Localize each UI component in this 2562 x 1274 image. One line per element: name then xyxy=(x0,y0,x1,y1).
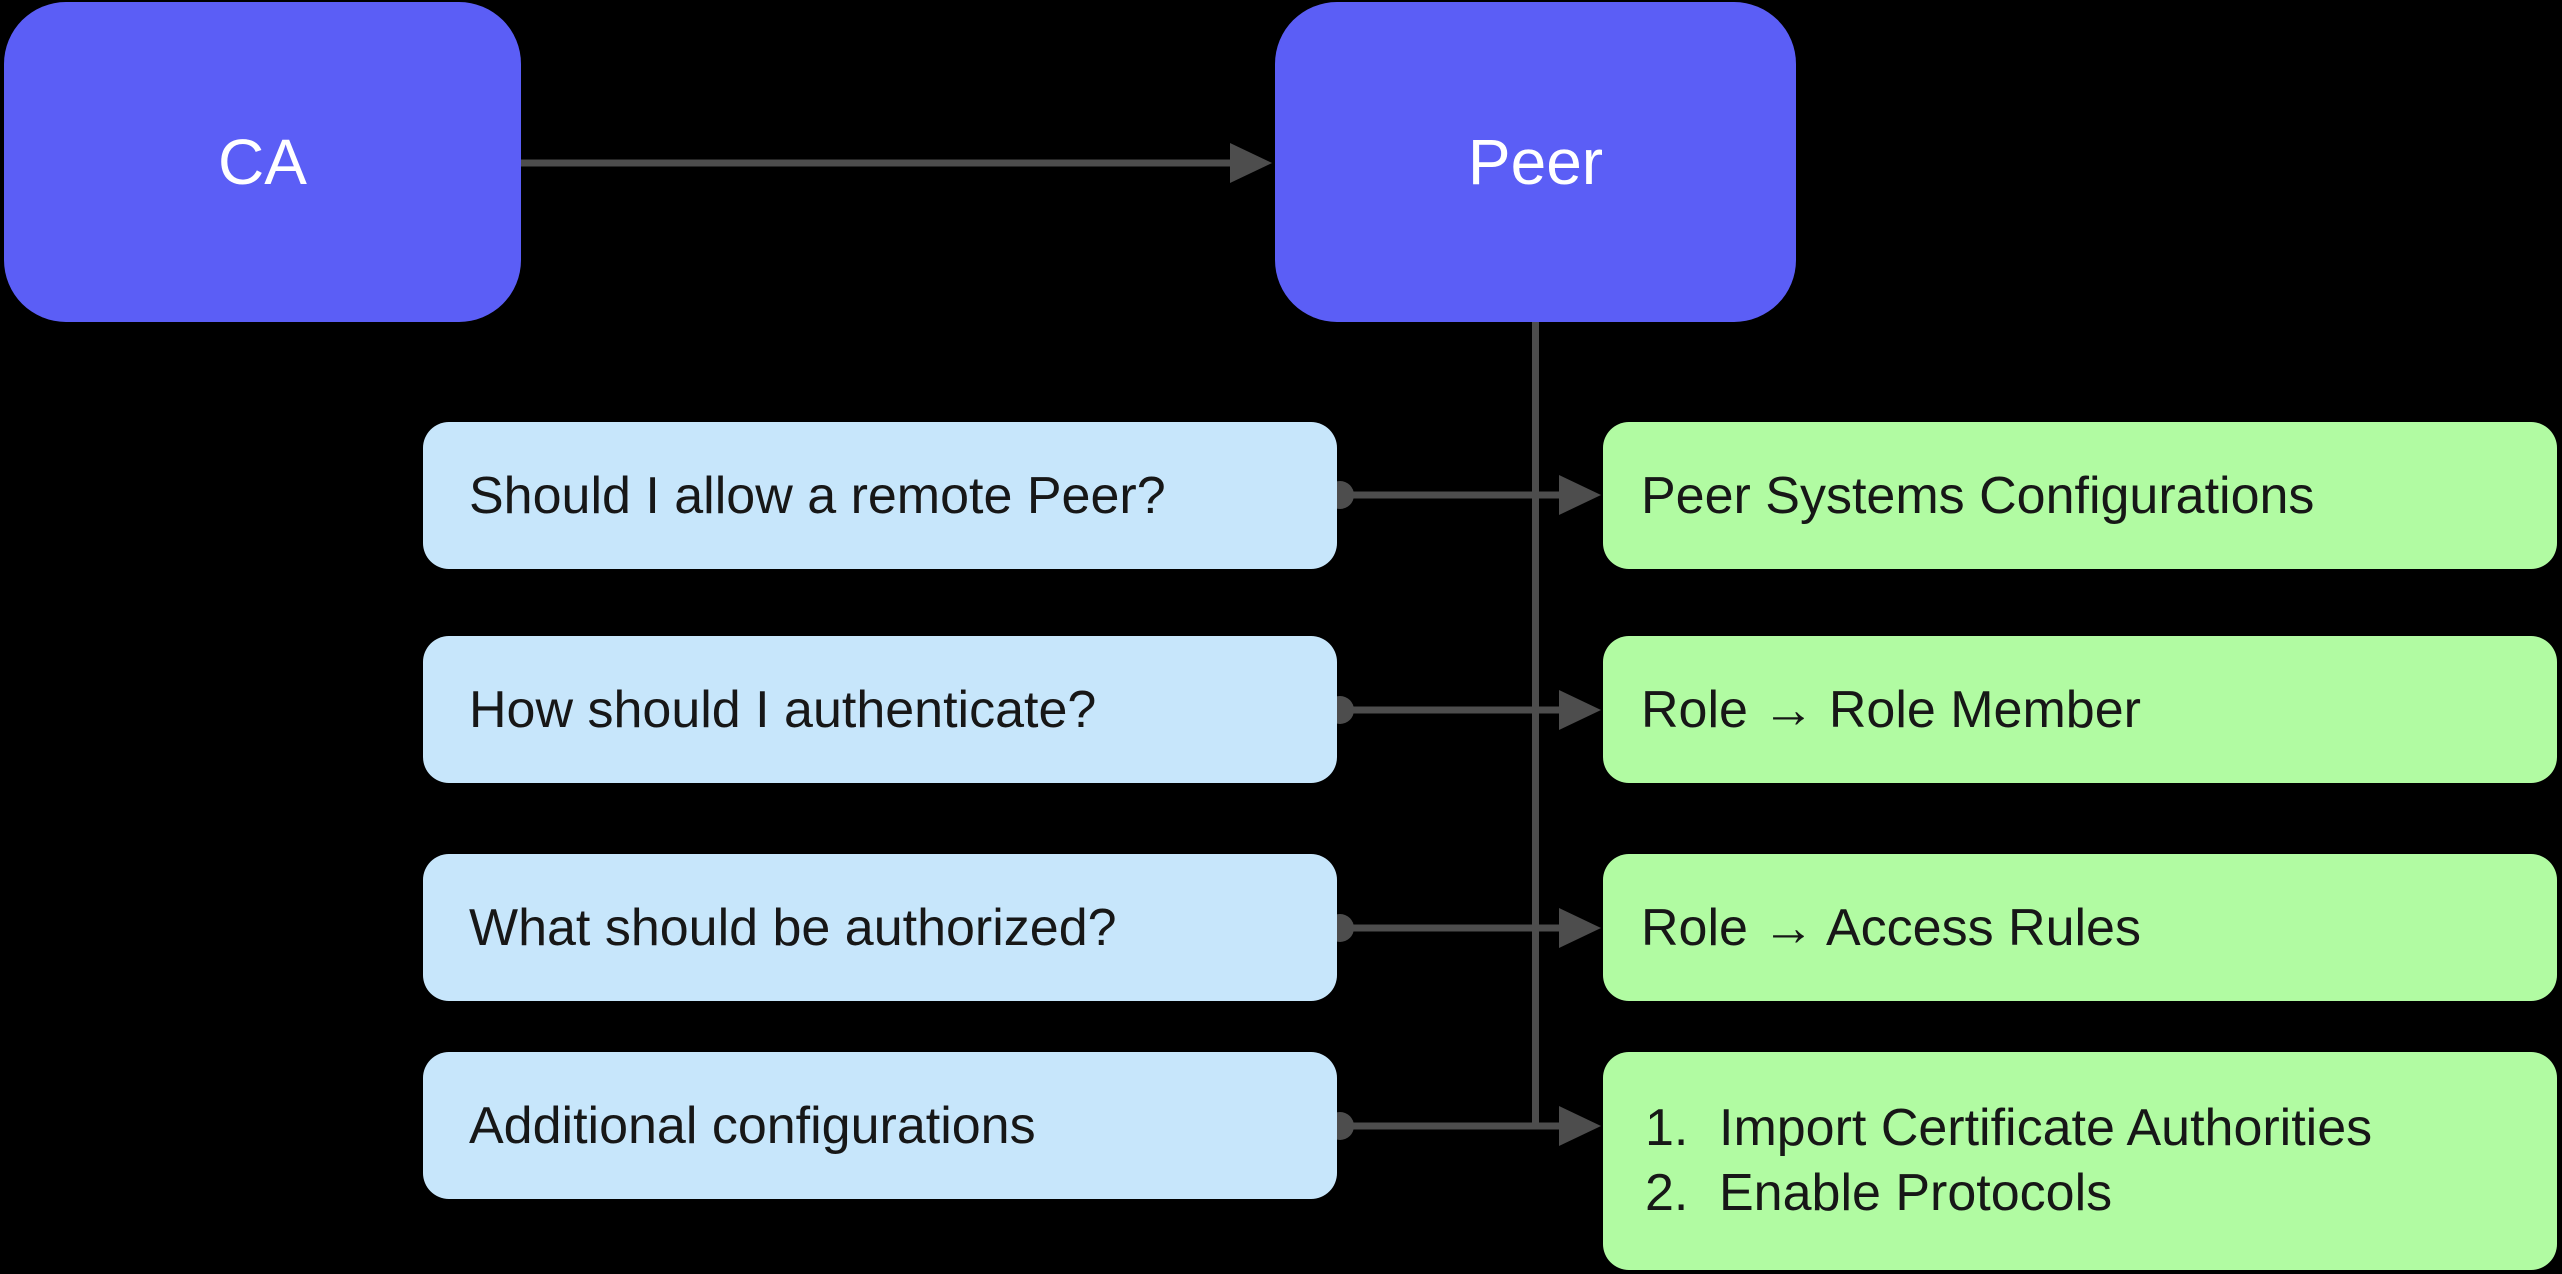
answer-label: Role → Role Member xyxy=(1641,680,2141,739)
list-item-text: Enable Protocols xyxy=(1719,1164,2113,1222)
node-ca: CA xyxy=(4,2,521,322)
list-item-number: 2. xyxy=(1645,1164,1689,1222)
question-box-row2: How should I authenticate? xyxy=(423,636,1337,783)
question-label: Additional configurations xyxy=(469,1096,1036,1155)
list-item-number: 1. xyxy=(1645,1099,1689,1157)
node-peer: Peer xyxy=(1275,2,1796,322)
answer-label: Role → Access Rules xyxy=(1641,898,2141,957)
question-box-row4: Additional configurations xyxy=(423,1052,1337,1199)
question-box-row1: Should I allow a remote Peer? xyxy=(423,422,1337,569)
list-item: 1. Import Certificate Authorities xyxy=(1645,1096,2372,1161)
arrowhead-ca-to-peer xyxy=(1230,143,1272,183)
arrowhead-row3 xyxy=(1559,908,1601,948)
list-item: 2. Enable Protocols xyxy=(1645,1161,2112,1226)
question-box-row3: What should be authorized? xyxy=(423,854,1337,1001)
arrowhead-row1 xyxy=(1559,475,1601,515)
answer-box-row4: 1. Import Certificate Authorities 2. Enabl… xyxy=(1603,1052,2557,1270)
question-label: How should I authenticate? xyxy=(469,680,1097,739)
answer-box-row3: Role → Access Rules xyxy=(1603,854,2557,1001)
question-label: Should I allow a remote Peer? xyxy=(469,466,1166,525)
question-label: What should be authorized? xyxy=(469,898,1117,957)
node-peer-label: Peer xyxy=(1467,126,1604,198)
answer-box-row2: Role → Role Member xyxy=(1603,636,2557,783)
node-ca-label: CA xyxy=(218,126,307,198)
list-item-text: Import Certificate Authorities xyxy=(1719,1099,2373,1157)
arrowhead-row2 xyxy=(1559,690,1601,730)
answer-box-row1: Peer Systems Configurations xyxy=(1603,422,2557,569)
arrowhead-row4 xyxy=(1559,1106,1601,1146)
answer-label: Peer Systems Configurations xyxy=(1641,466,2315,525)
